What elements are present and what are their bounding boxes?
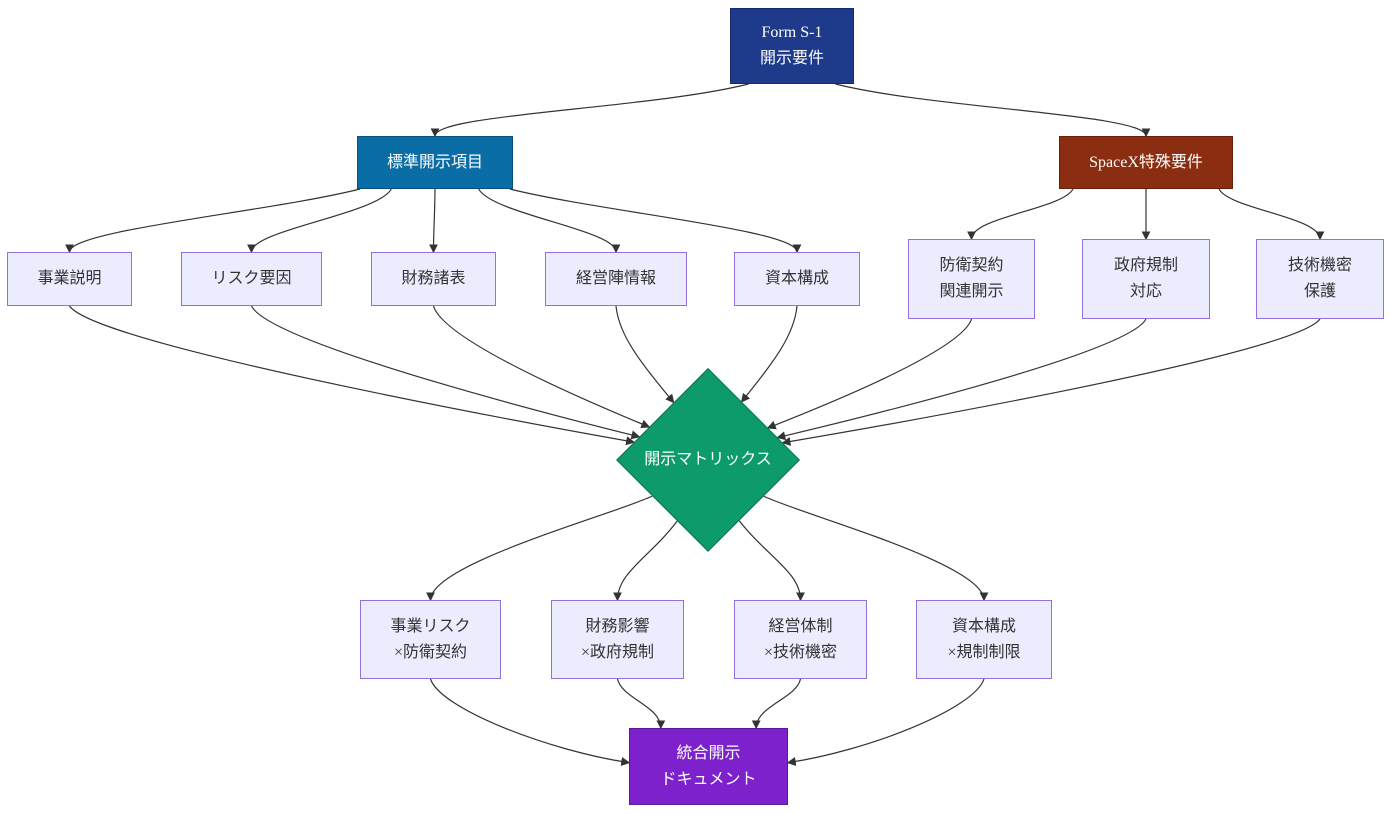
node-label-line: 保護 [1303, 283, 1336, 300]
node-label-line: 資本構成 [764, 270, 829, 287]
node-label-line: 財務諸表 [401, 270, 466, 287]
node-label-line: 事業リスク [390, 617, 471, 635]
node-defense: 防衛契約関連開示 [908, 239, 1035, 319]
edge-standard-to-fin [429, 188, 439, 254]
edge-b3-to-final [751, 678, 802, 730]
node-label-line: ×防衛契約 [393, 643, 467, 661]
node-form_s1: Form S-1 開示要件 [730, 8, 854, 84]
edge-form_s1-to-spacex [835, 83, 1151, 138]
node-b1: 事業リスク ×防衛契約 [360, 600, 501, 679]
edge-matrix-to-b3 [738, 520, 805, 602]
node-b4: 資本構成 ×規制制限 [916, 600, 1052, 679]
edge-matrix-to-b1 [426, 495, 653, 602]
node-label: 資本構成 [765, 266, 829, 292]
node-standard: 標準開示項目 [357, 136, 513, 189]
node-label-line: ドキュメント [660, 770, 757, 788]
node-label: 標準開示項目 [387, 150, 483, 176]
node-label: 事業説明 [37, 266, 101, 292]
node-label-line: 統合開示 [676, 744, 741, 762]
node-label-line: ×政府規制 [580, 643, 655, 661]
node-risk: リスク要因 [181, 252, 322, 306]
edge-spacex-to-tech [1218, 188, 1325, 241]
edge-biz-to-matrix [69, 305, 636, 446]
node-label: 統合開示ドキュメント [660, 741, 756, 793]
node-spacex: SpaceX特殊要件 [1059, 136, 1233, 189]
node-label-line: ×規制制限 [947, 643, 1021, 661]
node-label: リスク要因 [211, 266, 291, 292]
edge-group [65, 83, 1325, 766]
edge-tech-to-matrix [781, 318, 1321, 446]
edge-form_s1-to-standard [430, 83, 749, 138]
node-cap: 資本構成 [734, 252, 860, 306]
edge-defense-to-matrix [766, 318, 973, 430]
node-label: 経営体制 ×技術機密 [764, 614, 837, 666]
node-label: 開示マトリックス [644, 447, 772, 473]
node-mgmt: 経営陣情報 [545, 252, 687, 306]
node-label-line: 防衛契約 [939, 257, 1004, 274]
node-label-line: 財務影響 [585, 617, 650, 635]
node-label: 財務諸表 [401, 266, 465, 292]
node-tech: 技術機密保護 [1256, 239, 1384, 319]
node-label-line: 経営陣情報 [575, 270, 656, 287]
node-label-line: 政府規制 [1113, 257, 1178, 274]
node-label-line: Form S-1 [761, 24, 823, 41]
edge-standard-to-biz [65, 188, 361, 254]
node-label-line: 開示マトリックス [644, 451, 772, 468]
edge-standard-to-mgmt [478, 188, 621, 254]
node-label-line: 事業説明 [37, 270, 102, 287]
node-label-line: 開示要件 [759, 50, 824, 67]
node-label-line: SpaceX特殊要件 [1089, 153, 1203, 171]
edge-standard-to-risk [247, 188, 392, 254]
edge-b1-to-final [429, 678, 631, 766]
node-final: 統合開示ドキュメント [629, 728, 788, 805]
edge-gov-to-matrix [776, 318, 1147, 441]
edge-b4-to-final [786, 678, 985, 766]
edge-b2-to-final [616, 678, 666, 730]
edge-mgmt-to-matrix [615, 305, 675, 404]
node-label-line: リスク要因 [211, 270, 292, 287]
edge-spacex-to-defense [967, 188, 1074, 241]
node-b3: 経営体制 ×技術機密 [734, 600, 867, 679]
edge-matrix-to-b2 [613, 520, 678, 602]
node-label: SpaceX特殊要件 [1089, 150, 1203, 176]
node-matrix: 開示マトリックス [615, 367, 800, 552]
node-label: 政府規制対応 [1114, 253, 1178, 305]
edge-risk-to-matrix [250, 305, 641, 440]
node-label-line: ×技術機密 [763, 643, 838, 661]
node-gov: 政府規制対応 [1082, 239, 1210, 319]
node-label-line: 資本構成 [951, 617, 1016, 635]
node-label-line: 標準開示項目 [386, 153, 483, 171]
node-biz: 事業説明 [7, 252, 132, 306]
node-label-line: 経営体制 [768, 617, 833, 635]
node-label-line: 対応 [1129, 283, 1162, 300]
node-label: 資本構成 ×規制制限 [947, 614, 1020, 666]
node-label: Form S-1 開示要件 [760, 20, 824, 72]
node-label-line: 技術機密 [1287, 257, 1352, 274]
node-label: 技術機密保護 [1288, 253, 1352, 305]
node-label: 事業リスク ×防衛契約 [390, 614, 470, 666]
edge-standard-to-cap [509, 188, 802, 254]
edge-cap-to-matrix [740, 305, 798, 403]
node-label: 防衛契約関連開示 [939, 253, 1003, 305]
node-label: 経営陣情報 [576, 266, 656, 292]
edge-fin-to-matrix [432, 305, 651, 429]
edge-matrix-to-b4 [763, 495, 989, 602]
node-b2: 財務影響 ×政府規制 [551, 600, 684, 679]
node-label-line: 関連開示 [939, 283, 1004, 300]
node-label: 財務影響 ×政府規制 [581, 614, 654, 666]
node-fin: 財務諸表 [371, 252, 496, 306]
